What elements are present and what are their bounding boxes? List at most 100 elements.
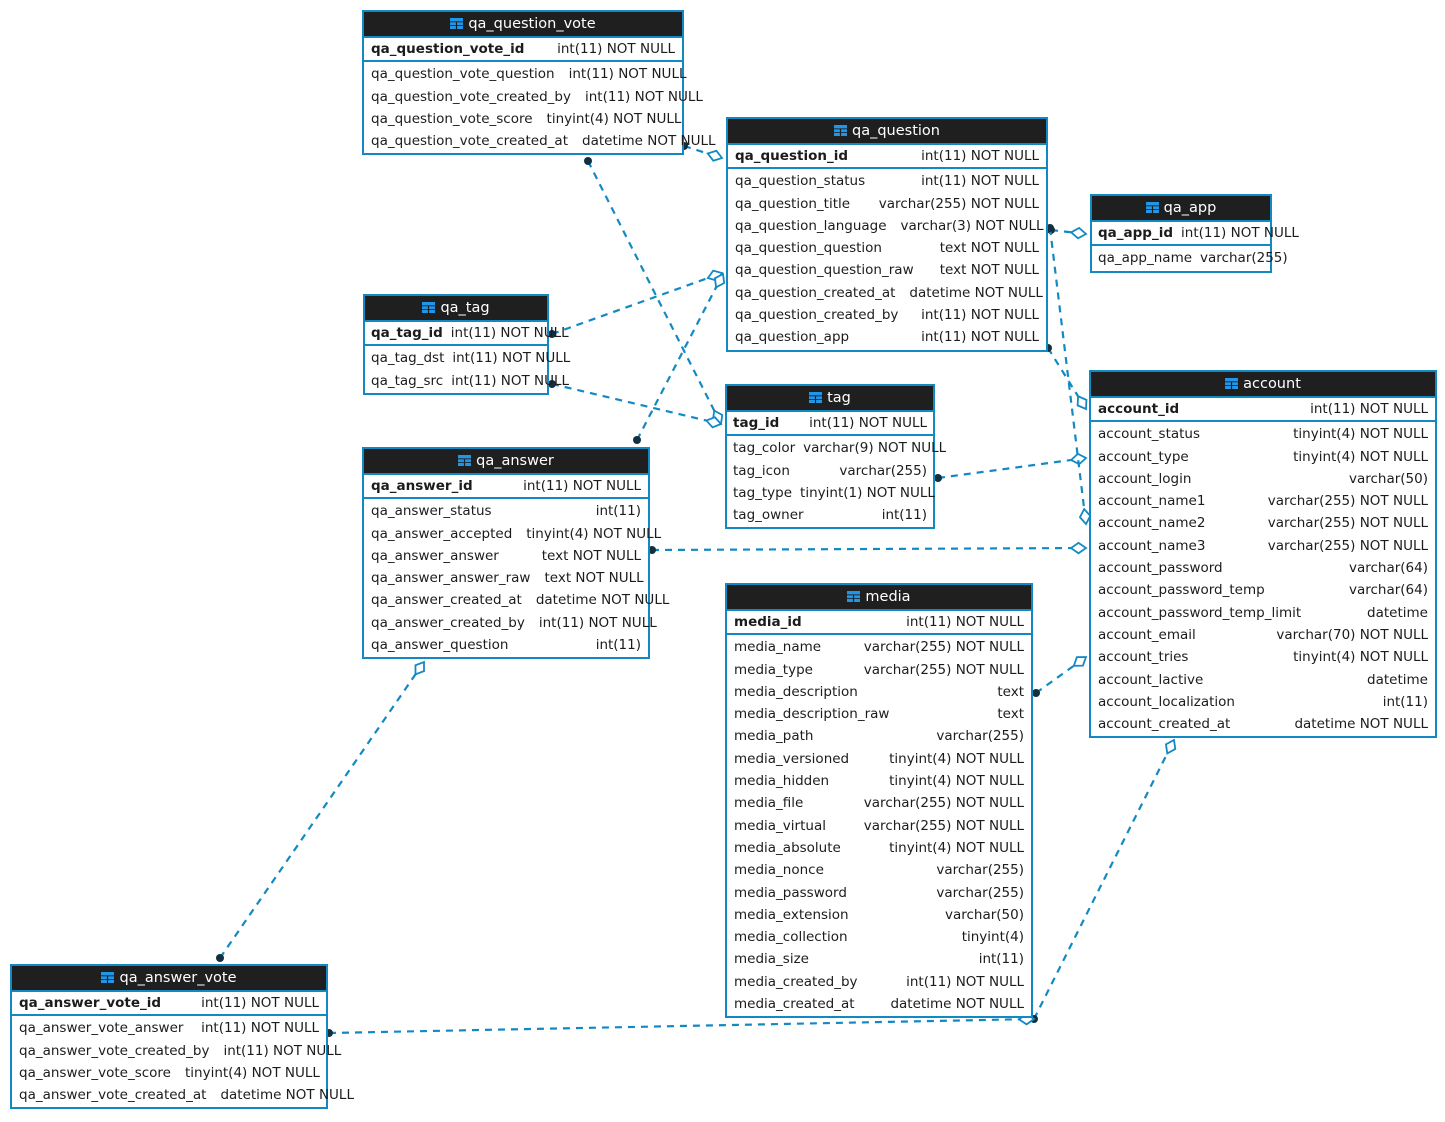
column-type: int(11) [978,951,1024,968]
column-name: account_status [1098,426,1201,443]
relationship-line [219,667,421,959]
column-type: tinyint(1) NOT NULL [800,484,935,501]
column-type: int(11) NOT NULL [450,325,569,341]
column-name: qa_question_id [735,148,848,164]
entity-header-qa_question_vote[interactable]: qa_question_vote [364,12,682,38]
entity-header-qa_answer_vote[interactable]: qa_answer_vote [12,966,326,992]
column-type: datetime NOT NULL [535,592,670,609]
entity-header-qa_app[interactable]: qa_app [1092,196,1270,222]
entity-header-account[interactable]: account [1091,372,1435,398]
entity-header-media[interactable]: media [727,585,1031,611]
relationship-line [651,546,1079,552]
column-type: varchar(50) [944,906,1024,923]
entity-header-tag[interactable]: tag [727,386,933,412]
entity-header-qa_answer[interactable]: qa_answer [364,449,648,475]
entity-header-qa_tag[interactable]: qa_tag [365,296,547,322]
relationship-line [1048,227,1087,517]
entity-header-qa_question[interactable]: qa_question [728,119,1046,145]
